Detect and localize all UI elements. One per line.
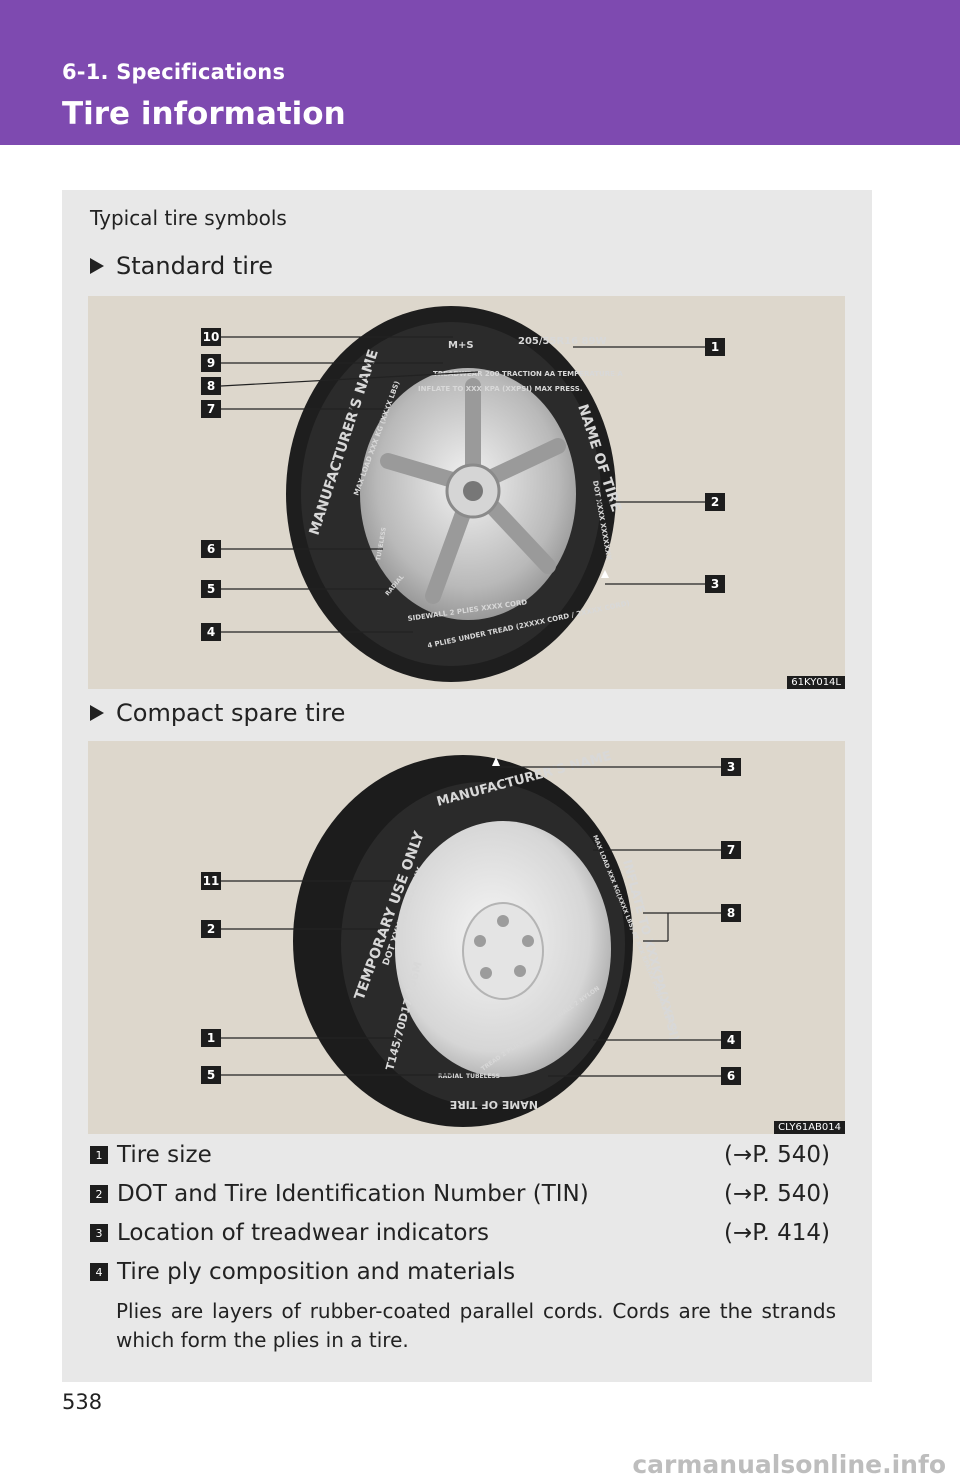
spare-callout-6: 6 — [727, 1069, 735, 1083]
callout-1: 1 — [711, 340, 719, 354]
spare-sidewall-tubeless-text: TUBELESS — [466, 1073, 500, 1080]
triangle-bullet-icon — [90, 705, 104, 721]
spare-callout-11: 11 — [203, 874, 220, 888]
ply-description: Plies are layers of rubber-coated parall… — [116, 1299, 836, 1352]
spare-callout-1: 1 — [207, 1031, 215, 1045]
legend-item: 4 Tire ply composition and materials — [90, 1259, 830, 1285]
page-reference: (→P. 414) — [723, 1220, 830, 1246]
page-number: 538 — [62, 1390, 103, 1414]
treadwear-indicator-mark — [601, 570, 609, 578]
callout-2: 2 — [711, 495, 719, 509]
legend-label: Tire ply composition and materials — [117, 1259, 516, 1285]
sidewall-inflate-text: INFLATE TO XXX KPA (XXPSI) MAX PRESS. — [418, 385, 582, 393]
legend-label: Location of treadwear indicators — [117, 1220, 489, 1246]
standard-tire-illustration: 205/55R16 89W M+S TREADWEAR 200 TRACTION… — [201, 306, 725, 682]
spare-callout-5: 5 — [207, 1068, 215, 1082]
legend-number: 1 — [90, 1146, 108, 1164]
callout-4: 4 — [207, 625, 215, 639]
figure-code: 61KY014L — [787, 676, 845, 689]
spare-treadwear-indicator-mark — [492, 757, 500, 766]
legend-item: 1 Tire size (→P. 540) — [90, 1142, 830, 1168]
legend-number: 2 — [90, 1185, 108, 1203]
spare-tire-illustration: MANUFACTURER'S NAME TEMPORARY USE ONLY D… — [201, 749, 741, 1127]
page-reference: (→P. 540) — [723, 1181, 830, 1207]
spare-callout-2: 2 — [207, 922, 215, 936]
spare-callout-7: 7 — [727, 843, 735, 857]
spare-callout-4: 4 — [727, 1033, 735, 1047]
panel-heading: Typical tire symbols — [90, 206, 287, 230]
sidewall-ms-text: M+S — [448, 340, 474, 351]
legend-label: DOT and Tire Identification Number (TIN) — [117, 1181, 589, 1207]
page-title: Tire information — [62, 96, 346, 132]
spare-callout-3: 3 — [727, 760, 735, 774]
callout-7: 7 — [207, 402, 215, 416]
callout-6: 6 — [207, 542, 215, 556]
callout-9: 9 — [207, 356, 215, 370]
callout-8: 8 — [207, 379, 215, 393]
standard-tire-figure: 205/55R16 89W M+S TREADWEAR 200 TRACTION… — [88, 296, 845, 689]
sidewall-size-text: 205/55R16 89W — [518, 336, 607, 347]
page-reference: (→P. 540) — [723, 1142, 830, 1168]
legend-label: Tire size — [117, 1142, 212, 1168]
spare-callout-8: 8 — [727, 906, 735, 920]
legend-number: 3 — [90, 1224, 108, 1242]
watermark: carmanualsonline.info — [632, 1450, 946, 1479]
standard-tire-heading: Standard tire — [90, 252, 273, 280]
spare-tire-heading: Compact spare tire — [90, 699, 345, 727]
sidewall-treadwear-text: TREADWEAR 200 TRACTION AA TEMPERATURE A — [433, 370, 623, 378]
callout-10: 10 — [203, 330, 220, 344]
section-label: 6-1. Specifications — [62, 60, 286, 84]
callout-3: 3 — [711, 577, 719, 591]
spare-sidewall-radial-text: RADIAL — [438, 1073, 463, 1080]
legend-item: 2 DOT and Tire Identification Number (TI… — [90, 1181, 830, 1207]
figure-code: CLY61AB014 — [774, 1121, 845, 1134]
spare-tire-figure: MANUFACTURER'S NAME TEMPORARY USE ONLY D… — [88, 741, 845, 1134]
section-header: 6-1. Specifications Tire information — [0, 0, 960, 145]
legend-number: 4 — [90, 1263, 108, 1281]
spare-sidewall-name-text: NAME OF TIRE — [450, 1098, 538, 1111]
triangle-bullet-icon — [90, 258, 104, 274]
legend-item: 3 Location of treadwear indicators (→P. … — [90, 1220, 830, 1246]
callout-5: 5 — [207, 582, 215, 596]
